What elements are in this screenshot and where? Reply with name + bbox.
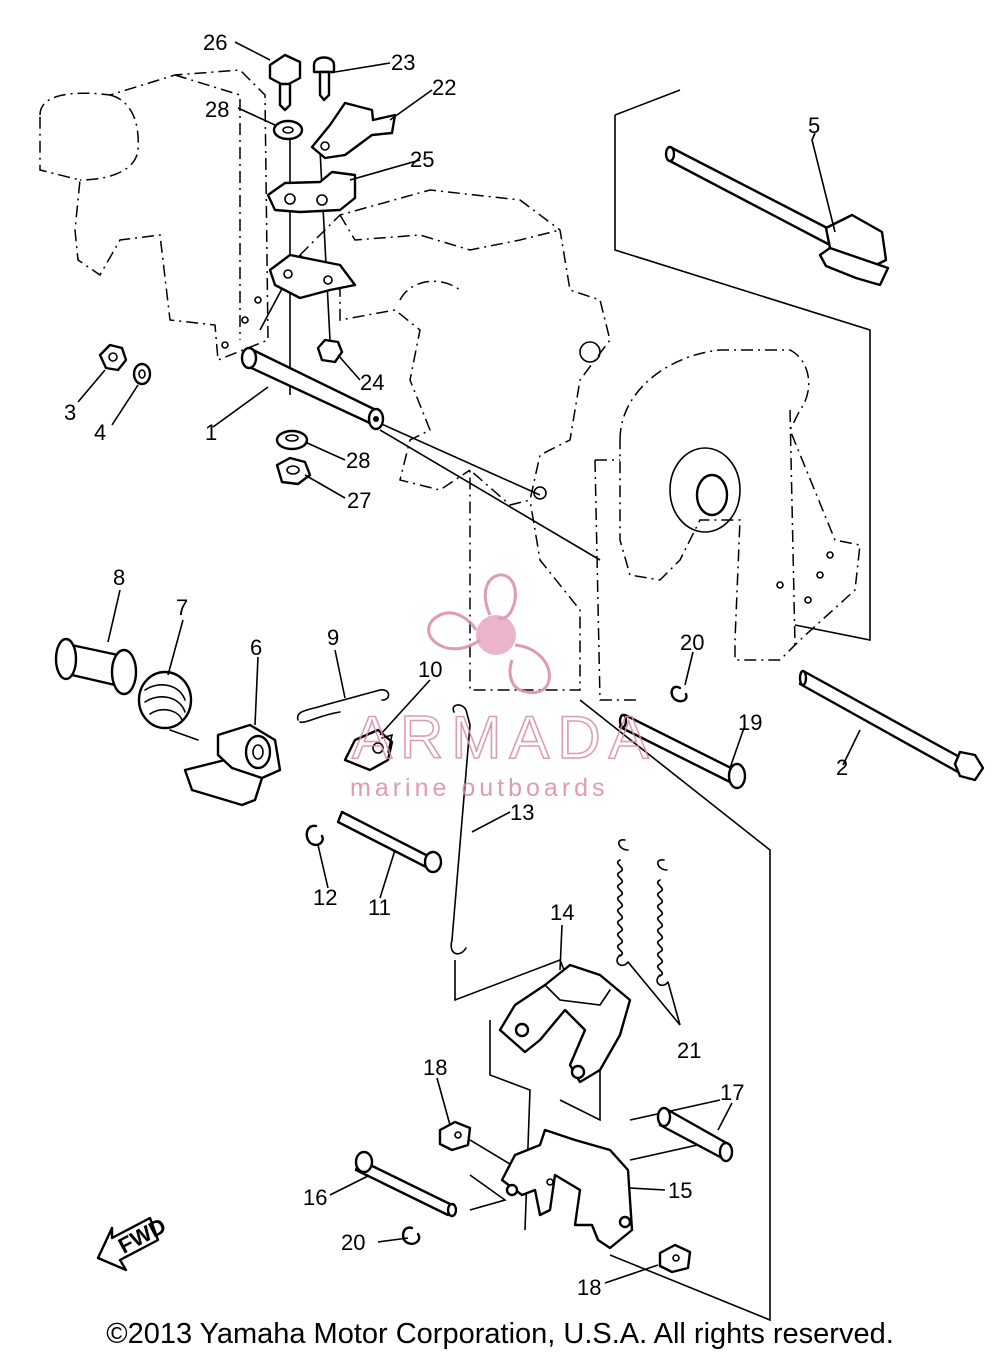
callout-18-top: 18 (423, 1055, 447, 1080)
part-17-sleeve (656, 1106, 734, 1163)
callout-11: 11 (368, 895, 391, 920)
part-26-bolt (268, 53, 302, 112)
armada-watermark: ARMADA marine outboards (350, 573, 657, 802)
callout-23: 23 (391, 50, 415, 75)
part-27-nut (275, 456, 312, 486)
part-18-clip-bottom (658, 1243, 692, 1274)
part-28-washer-bottom (275, 429, 309, 451)
part-1-collar-pipe (240, 346, 385, 431)
clamp-bracket-left (39, 69, 269, 362)
part-28-washer-top (272, 119, 304, 141)
callout-19: 19 (738, 710, 762, 735)
swivel-top-plate (268, 253, 357, 300)
callout-21: 21 (677, 1038, 701, 1063)
part-20-clip-bottom (401, 1226, 421, 1245)
fwd-label: FWD (114, 1213, 170, 1259)
part-8-sleeve (54, 637, 138, 696)
watermark-brand: ARMADA (352, 704, 657, 771)
callout-27: 27 (347, 488, 371, 513)
callout-28-top: 28 (205, 97, 229, 122)
callout-18-bottom: 18 (577, 1275, 601, 1300)
callout-20-bottom: 20 (341, 1230, 365, 1255)
callout-10: 10 (418, 657, 442, 682)
part-2-bolt (798, 669, 985, 782)
callout-20-top: 20 (680, 630, 704, 655)
callout-16: 16 (303, 1185, 327, 1210)
part-18-clip-top (438, 1120, 472, 1152)
part-16-pin (354, 1150, 458, 1218)
part-15-bracket (500, 1128, 634, 1250)
callout-26: 26 (203, 30, 227, 55)
callout-8: 8 (113, 565, 125, 590)
callout-2: 2 (836, 755, 848, 780)
part-14-bracket (498, 963, 632, 1084)
callout-13: 13 (510, 800, 534, 825)
part-22-plate (310, 101, 397, 160)
callout-25: 25 (410, 147, 434, 172)
callout-numbers: 1 2 3 4 5 6 7 8 9 10 11 12 13 14 15 16 1… (64, 30, 848, 1300)
part-10-link (343, 728, 394, 772)
part-25-lock-plate (266, 170, 357, 214)
callout-6: 6 (250, 635, 262, 660)
callout-12: 12 (313, 885, 337, 910)
watermark-tagline: marine outboards (350, 774, 609, 802)
fwd-arrow: FWD (96, 1213, 170, 1272)
part-21-springs (616, 839, 681, 1026)
callout-24: 24 (360, 370, 384, 395)
callout-7: 7 (176, 595, 188, 620)
callout-28-bottom: 28 (346, 448, 370, 473)
part-24-nut (316, 338, 344, 364)
part-5-tilt-rod (664, 145, 890, 287)
part-12-clip (305, 824, 324, 847)
callout-15: 15 (668, 1178, 692, 1203)
callout-1: 1 (205, 420, 217, 445)
copyright-notice: ©2013 Yamaha Motor Corporation, U.S.A. A… (106, 1318, 894, 1350)
callout-14: 14 (550, 900, 574, 925)
callout-5: 5 (808, 113, 820, 138)
part-6-lever (183, 723, 282, 807)
part-9-wire-spring (296, 689, 390, 724)
callout-3: 3 (64, 400, 76, 425)
part-19-pin (618, 713, 747, 790)
callout-22: 22 (432, 75, 456, 100)
callout-17: 17 (720, 1080, 744, 1105)
part-4-washer (132, 362, 152, 386)
propeller-logo-icon (427, 573, 551, 694)
part-20-clip-top (670, 685, 688, 703)
part-11-pin (336, 810, 443, 874)
part-13-rod (450, 704, 471, 955)
clamp-bracket-right (594, 349, 861, 701)
callout-leaders (77, 41, 861, 1284)
part-23-screw (312, 56, 336, 102)
part-3-nut (98, 343, 128, 372)
part-7-spring (137, 670, 199, 741)
callout-9: 9 (327, 625, 339, 650)
callout-4: 4 (94, 420, 106, 445)
swivel-bracket (299, 189, 611, 691)
